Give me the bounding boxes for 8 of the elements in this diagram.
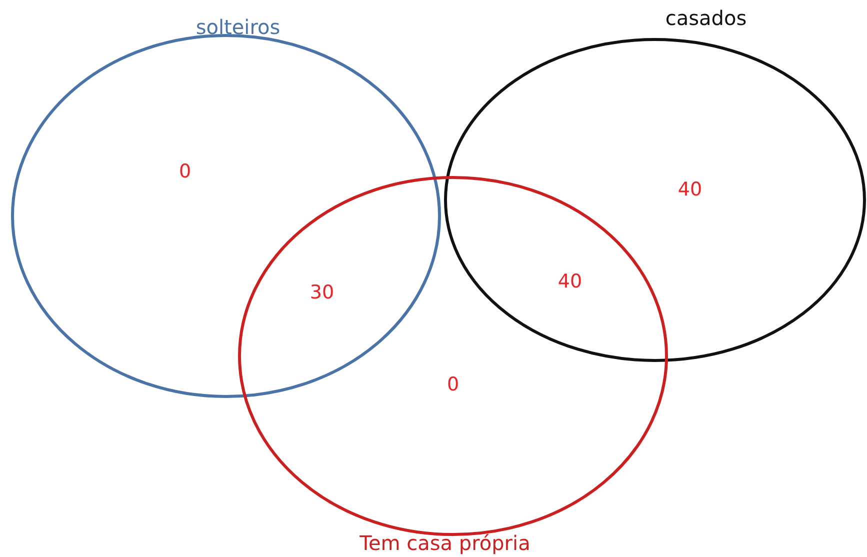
- set-title: casados: [665, 6, 747, 30]
- region-count: 30: [310, 282, 334, 304]
- region-count: 40: [558, 270, 582, 294]
- set-title: Tem casa própria: [360, 531, 530, 555]
- region-count: 0: [446, 374, 460, 396]
- set-title: solteiros: [196, 15, 280, 39]
- region-count: 0: [178, 160, 192, 184]
- region-count: 40: [678, 178, 702, 202]
